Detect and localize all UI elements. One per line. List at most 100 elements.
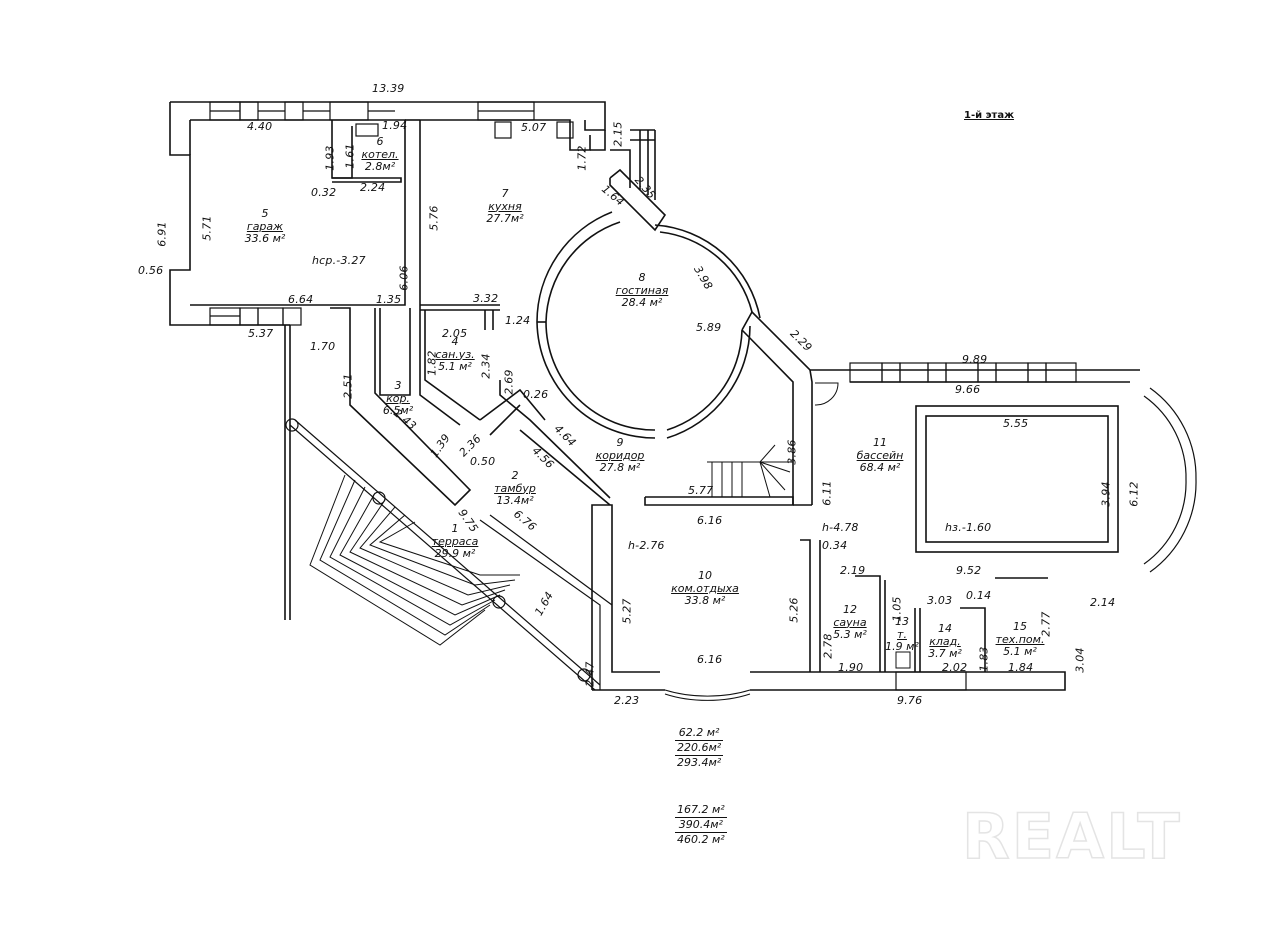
- dimension-label: 5.77: [688, 484, 714, 497]
- dimension-label: 2.02: [942, 661, 968, 674]
- realt-watermark: REALT: [961, 799, 1182, 874]
- dimension-label: 2.47: [583, 661, 597, 687]
- dimension-label: 1.72: [575, 145, 589, 171]
- room-number: 8: [638, 271, 646, 284]
- garage-bottom-windows: [209, 307, 302, 326]
- corridor-stairs: [707, 444, 793, 498]
- room-number: 3: [394, 379, 402, 392]
- room-name: терраса: [431, 534, 479, 548]
- total-value: 460.2 м²: [677, 833, 725, 846]
- dimension-label: 5.37: [248, 327, 274, 340]
- dimension-label: 5.07: [521, 121, 547, 134]
- room-number: 2: [511, 469, 519, 482]
- dimension-label: 1.94: [382, 119, 408, 132]
- dimension-label: 0.26: [523, 388, 549, 401]
- rest-room-height-note: h-2.76: [628, 539, 665, 552]
- dimension-label: 1.35: [376, 293, 402, 306]
- dimension-label: 2.23: [614, 694, 640, 707]
- dimension-label: 9.89: [962, 353, 988, 366]
- room-area: 5.1 м²: [438, 360, 472, 374]
- rest-room-walls: [591, 504, 1066, 701]
- room-number: 5: [261, 207, 269, 220]
- room-number: 10: [697, 569, 712, 582]
- dimension-label: 3.94: [1099, 481, 1113, 507]
- dimension-label: 2.19: [840, 564, 866, 577]
- room-name: тех.пом.: [995, 632, 1045, 646]
- terrace-columns: [285, 418, 591, 682]
- dimension-label: 5.26: [787, 597, 801, 623]
- room-number: 12: [842, 603, 857, 616]
- room-area: 13.4м²: [496, 494, 534, 508]
- room-name: котел.: [361, 147, 399, 161]
- dimension-label: 2.77: [1039, 611, 1053, 637]
- dimension-label: 6.06: [397, 265, 411, 291]
- dimension-label: 3.04: [1073, 647, 1087, 673]
- dimension-label: 2.78: [821, 633, 835, 659]
- dimension-label: 13.39: [372, 82, 405, 95]
- room-name: кухня: [488, 199, 522, 213]
- room-area: 5.3 м²: [833, 628, 867, 642]
- room-number: 15: [1013, 620, 1027, 633]
- dimension-label: 1.24: [505, 314, 531, 327]
- room-area: 3.7 м²: [928, 647, 962, 661]
- dimension-label: 6.16: [697, 514, 723, 527]
- terrace-steps: [309, 474, 520, 646]
- dimension-label: 1.84: [1008, 661, 1034, 674]
- room-name: ком.отдыха: [671, 581, 739, 595]
- room-name: гостиная: [615, 283, 669, 297]
- room-name: т.: [897, 627, 907, 641]
- room-area: 33.6 м²: [244, 232, 286, 246]
- dimension-label: 2.15: [611, 121, 625, 147]
- dimension-label: 1.05: [890, 596, 904, 622]
- pool-height-note: h-4.78: [822, 521, 859, 534]
- dimension-label: 6.91: [155, 221, 169, 247]
- pool-depth-note: hз.-1.60: [945, 521, 992, 534]
- dimension-label: 1.70: [310, 340, 336, 353]
- room-name: сан.уз.: [435, 347, 475, 361]
- dimension-label: 9.52: [956, 564, 982, 577]
- room-name: сауна: [833, 615, 867, 629]
- room-number: 9: [616, 436, 624, 449]
- dimension-label: 2.05: [442, 327, 468, 340]
- room-name: клад.: [929, 634, 961, 648]
- dimension-label: 2.24: [360, 181, 386, 194]
- corridor-walls: [644, 310, 850, 506]
- room-area: 68.4 м²: [859, 461, 901, 475]
- total-value: 167.2 м²: [675, 803, 727, 818]
- dimension-label: 0.14: [966, 589, 992, 602]
- room-name: коридор: [595, 448, 645, 462]
- dimension-label: 9.66: [955, 383, 981, 396]
- dimension-label: 1.90: [838, 661, 864, 674]
- entrance-walls: [284, 304, 611, 620]
- dimension-label: 2.51: [341, 373, 355, 399]
- boiler-room-walls: [331, 120, 402, 183]
- room-area: 29.9 м²: [434, 547, 476, 561]
- dimension-label: 2.69: [502, 369, 516, 395]
- dimension-label: 6.16: [697, 653, 723, 666]
- dimension-label: 1.82: [425, 350, 439, 376]
- room-area: 27.8 м²: [599, 461, 641, 475]
- total-value: 220.6м²: [675, 741, 724, 756]
- room-area: 28.4 м²: [621, 296, 663, 310]
- dimension-label: 1.83: [977, 646, 991, 672]
- pool-windows: [849, 362, 1197, 573]
- kitchen-walls: [420, 119, 667, 232]
- small-rooms-walls: [855, 575, 1048, 691]
- room-name: кор.: [386, 391, 410, 405]
- room-name: гараж: [246, 219, 284, 233]
- room-number: 11: [872, 436, 887, 449]
- area-totals-group-1: 62.2 м² 220.6м² 293.4м²: [675, 726, 724, 770]
- dimension-label: 5.27: [620, 598, 634, 624]
- room-area: 2.8м²: [364, 160, 396, 174]
- dimension-label: 5.89: [696, 321, 722, 334]
- dimension-label: 3.32: [473, 292, 499, 305]
